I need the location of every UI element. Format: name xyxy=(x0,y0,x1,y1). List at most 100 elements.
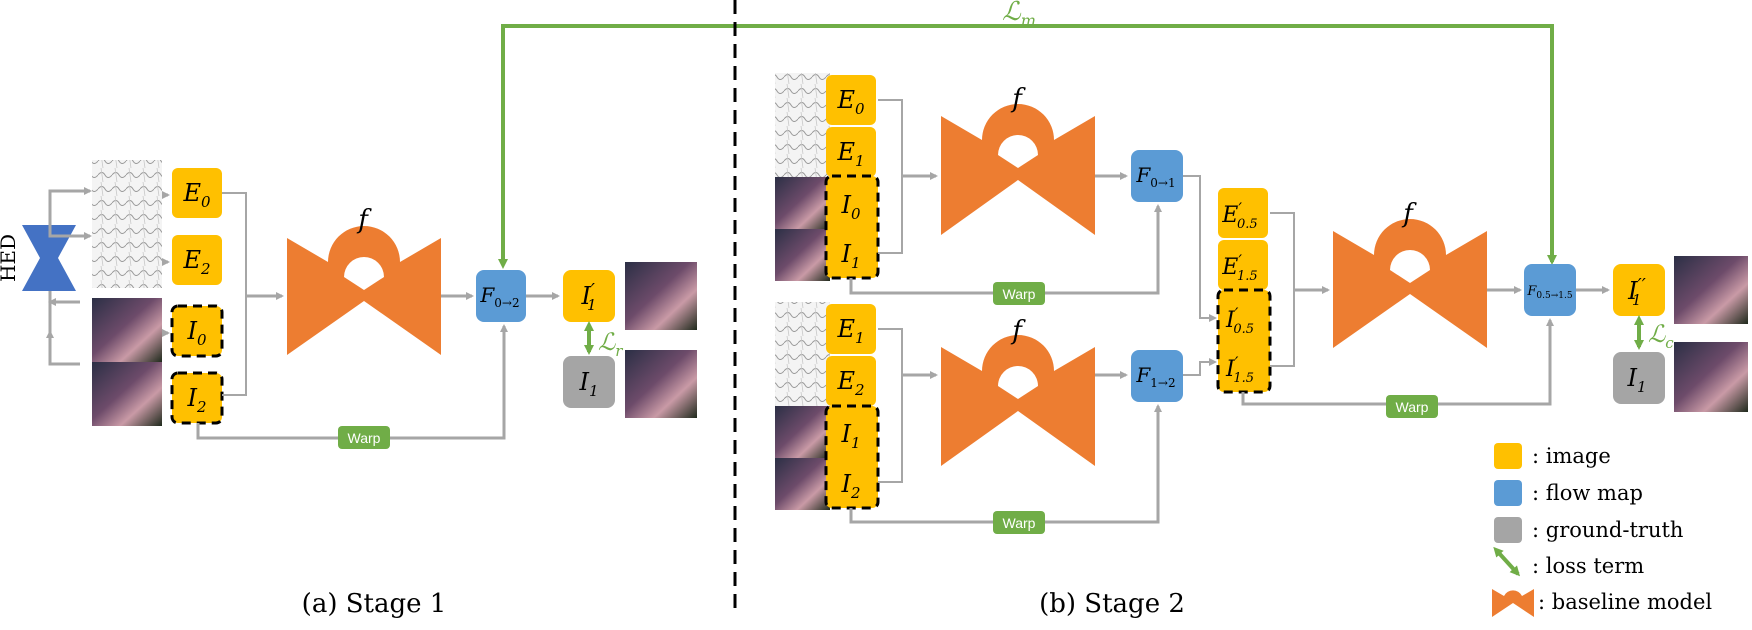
legend-flow-swatch xyxy=(1494,480,1522,506)
frame-thumbnail xyxy=(775,458,830,510)
warp-path xyxy=(849,404,1162,524)
svg-text:E1: E1 xyxy=(836,315,864,347)
output-thumbnail xyxy=(1674,256,1748,324)
warp-label-box xyxy=(1386,395,1438,418)
stage1-caption: (a) Stage 1 xyxy=(302,589,447,619)
loss-arrow-m xyxy=(498,24,1557,269)
output-box-i1-double-prime xyxy=(1613,264,1665,316)
stage2: E0 E1 I0 I1 f F0→1 Warp E1 E2 I1 I2 xyxy=(775,73,1748,619)
baseline-model-hole xyxy=(344,257,384,290)
svg-text:E′1.5: E′1.5 xyxy=(1221,251,1257,284)
flow-box-f02 xyxy=(476,270,526,322)
stage1: HED E0 E2 I0 I2 xyxy=(0,160,697,619)
hed-label: HED xyxy=(0,234,20,282)
svg-text:I′1: I′1 xyxy=(580,280,596,314)
legend: : image : flow map : ground-truth : loss… xyxy=(1492,443,1712,617)
baseline-model-hole xyxy=(998,366,1038,399)
svg-text:E0: E0 xyxy=(182,179,211,211)
legend-image-label: : image xyxy=(1532,444,1611,468)
warp-label-box xyxy=(993,511,1045,534)
baseline-model-shape xyxy=(941,104,1095,235)
baseline-model-hole xyxy=(998,135,1038,168)
image-box-e2-lower xyxy=(826,356,876,406)
svg-text:F1→2: F1→2 xyxy=(1135,363,1175,390)
legend-gt-swatch xyxy=(1494,517,1522,543)
baseline-model-shape xyxy=(287,226,441,355)
svg-text:E0: E0 xyxy=(836,86,865,118)
svg-text:F0→2: F0→2 xyxy=(479,283,519,310)
warp-label: Warp xyxy=(348,430,381,446)
svg-text:F0→1: F0→1 xyxy=(1135,163,1175,190)
legend-model-label: : baseline model xyxy=(1538,590,1712,614)
svg-text:I′1.5: I′1.5 xyxy=(1225,353,1254,386)
image-box-e15 xyxy=(1218,240,1268,290)
merge-bracket xyxy=(878,328,938,483)
flow-box-f12 xyxy=(1131,350,1183,402)
edge-thumbnail xyxy=(92,160,162,224)
warp-path xyxy=(1241,318,1554,406)
output-box-i1-prime xyxy=(563,270,615,322)
svg-text:F0.5→1.5: F0.5→1.5 xyxy=(1526,284,1572,301)
svg-text:I1: I1 xyxy=(840,240,860,272)
frame-thumbnail xyxy=(92,298,162,362)
warp-label: Warp xyxy=(1003,515,1036,531)
flow-box-f05-15 xyxy=(1524,264,1576,316)
image-box-e1-upper xyxy=(826,127,876,177)
edge-thumbnail xyxy=(775,73,830,125)
legend-image-swatch xyxy=(1494,443,1522,469)
svg-text:I1: I1 xyxy=(1626,364,1646,396)
ground-truth-box-i1-final xyxy=(1613,352,1665,404)
baseline-model-shape xyxy=(1333,219,1487,348)
legend-model-icon xyxy=(1492,589,1534,617)
frame-thumbnail xyxy=(775,177,830,229)
flow-box-f01 xyxy=(1131,150,1183,202)
gt-thumbnail xyxy=(1674,342,1748,412)
hed-model-icon xyxy=(22,225,76,291)
baseline-model-shape xyxy=(941,335,1095,466)
warp-path xyxy=(196,324,508,440)
image-box-e05 xyxy=(1218,188,1268,238)
image-box-i0 xyxy=(170,304,224,358)
legend-loss-icon xyxy=(1493,546,1521,577)
svg-text:E′0.5: E′0.5 xyxy=(1221,199,1257,232)
image-box-e0 xyxy=(172,168,222,218)
svg-text:I′′1: I′′1 xyxy=(1627,275,1646,309)
merge-bracket xyxy=(1270,212,1330,367)
warp-label-box xyxy=(338,426,390,449)
legend-gt-label: : ground-truth xyxy=(1532,518,1683,542)
svg-text:ℒm: ℒm xyxy=(1002,0,1036,30)
output-thumbnail xyxy=(625,262,697,330)
baseline-model-hole xyxy=(1390,250,1430,283)
svg-text:I′0.5: I′0.5 xyxy=(1225,304,1254,337)
svg-text:E2: E2 xyxy=(836,367,864,399)
gt-thumbnail xyxy=(625,350,697,418)
edge-thumbnail xyxy=(775,354,830,406)
svg-text:I2: I2 xyxy=(840,470,860,502)
edge-thumbnail xyxy=(92,224,162,288)
input-arrows xyxy=(162,191,170,337)
svg-text:I2: I2 xyxy=(186,384,206,416)
svg-text:I1: I1 xyxy=(840,420,860,452)
edge-thumbnail xyxy=(775,125,830,177)
image-box-e2 xyxy=(172,235,222,285)
svg-text:E1: E1 xyxy=(836,138,864,170)
edge-thumbnail xyxy=(775,302,830,354)
hed-connectors xyxy=(46,187,92,366)
svg-text:ℒr: ℒr xyxy=(598,328,623,360)
frame-thumbnail xyxy=(92,362,162,426)
image-box-e1-lower xyxy=(826,304,876,354)
merge-bracket xyxy=(222,192,284,396)
svg-text:ℒc: ℒc xyxy=(1648,320,1674,352)
svg-text:I1: I1 xyxy=(578,368,598,400)
merge-bracket xyxy=(878,99,938,254)
warp-label: Warp xyxy=(1396,399,1429,415)
stage2-caption: (b) Stage 2 xyxy=(1039,589,1185,619)
svg-text:I0: I0 xyxy=(186,317,206,349)
ground-truth-box-i1 xyxy=(563,356,615,408)
warp-path xyxy=(849,204,1162,295)
image-box-e0-upper xyxy=(826,75,876,125)
legend-flow-label: : flow map xyxy=(1532,481,1643,505)
svg-text:E2: E2 xyxy=(182,246,210,278)
frame-thumbnail xyxy=(775,229,830,281)
